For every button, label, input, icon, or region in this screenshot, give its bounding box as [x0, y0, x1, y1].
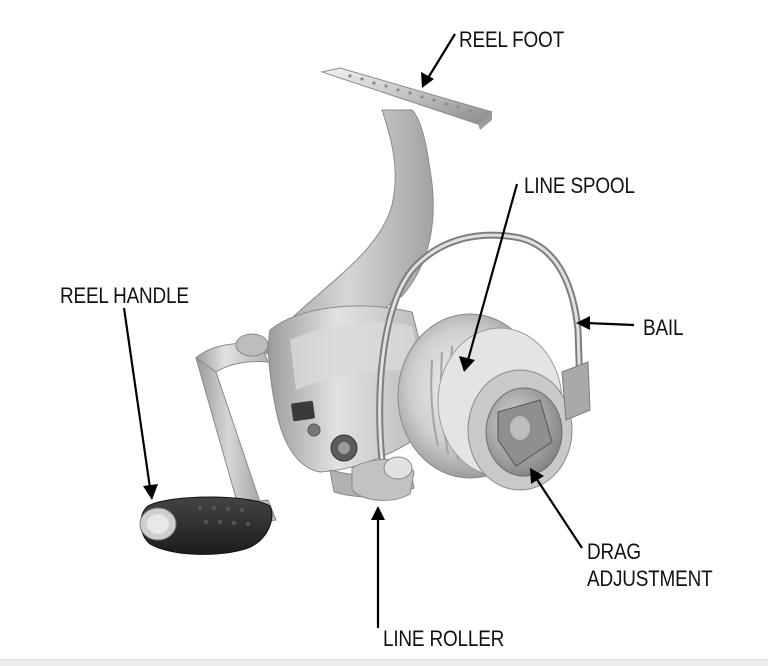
reel-handle-part: [139, 333, 277, 555]
arrow-reel-handle: [122, 307, 152, 489]
arrow-reel-foot: [427, 33, 456, 79]
label-drag-adjustment-line2: ADJUSTMENT: [587, 566, 713, 591]
line-roller-part: [351, 456, 415, 501]
label-drag-adjustment: DRAG ADJUSTMENT: [587, 538, 713, 592]
arrowhead-drag-adjustment: [530, 468, 544, 484]
arrow-line-spool: [466, 183, 519, 361]
bail-part: [376, 231, 591, 464]
arrowhead-bail: [576, 316, 590, 330]
arrowhead-line-spool: [459, 356, 475, 372]
bottom-divider: [0, 659, 768, 666]
label-line-spool: LINE SPOOL: [524, 173, 635, 198]
arrow-drag-adjustment: [535, 477, 583, 549]
arrowhead-reel-foot: [421, 72, 434, 88]
arrow-bail: [585, 321, 635, 327]
arrowhead-line-roller: [371, 506, 385, 520]
label-reel-handle: REEL HANDLE: [60, 283, 189, 308]
label-bail: BAIL: [643, 315, 684, 340]
label-line-roller: LINE ROLLER: [383, 626, 505, 651]
drag-adjustment-part: [467, 369, 573, 491]
callout-arrows: [122, 33, 635, 628]
reel-foot-part: [320, 67, 494, 130]
label-reel-foot: REEL FOOT: [459, 27, 564, 52]
label-drag-adjustment-line1: DRAG: [587, 539, 641, 564]
arrowhead-reel-handle: [143, 484, 158, 500]
